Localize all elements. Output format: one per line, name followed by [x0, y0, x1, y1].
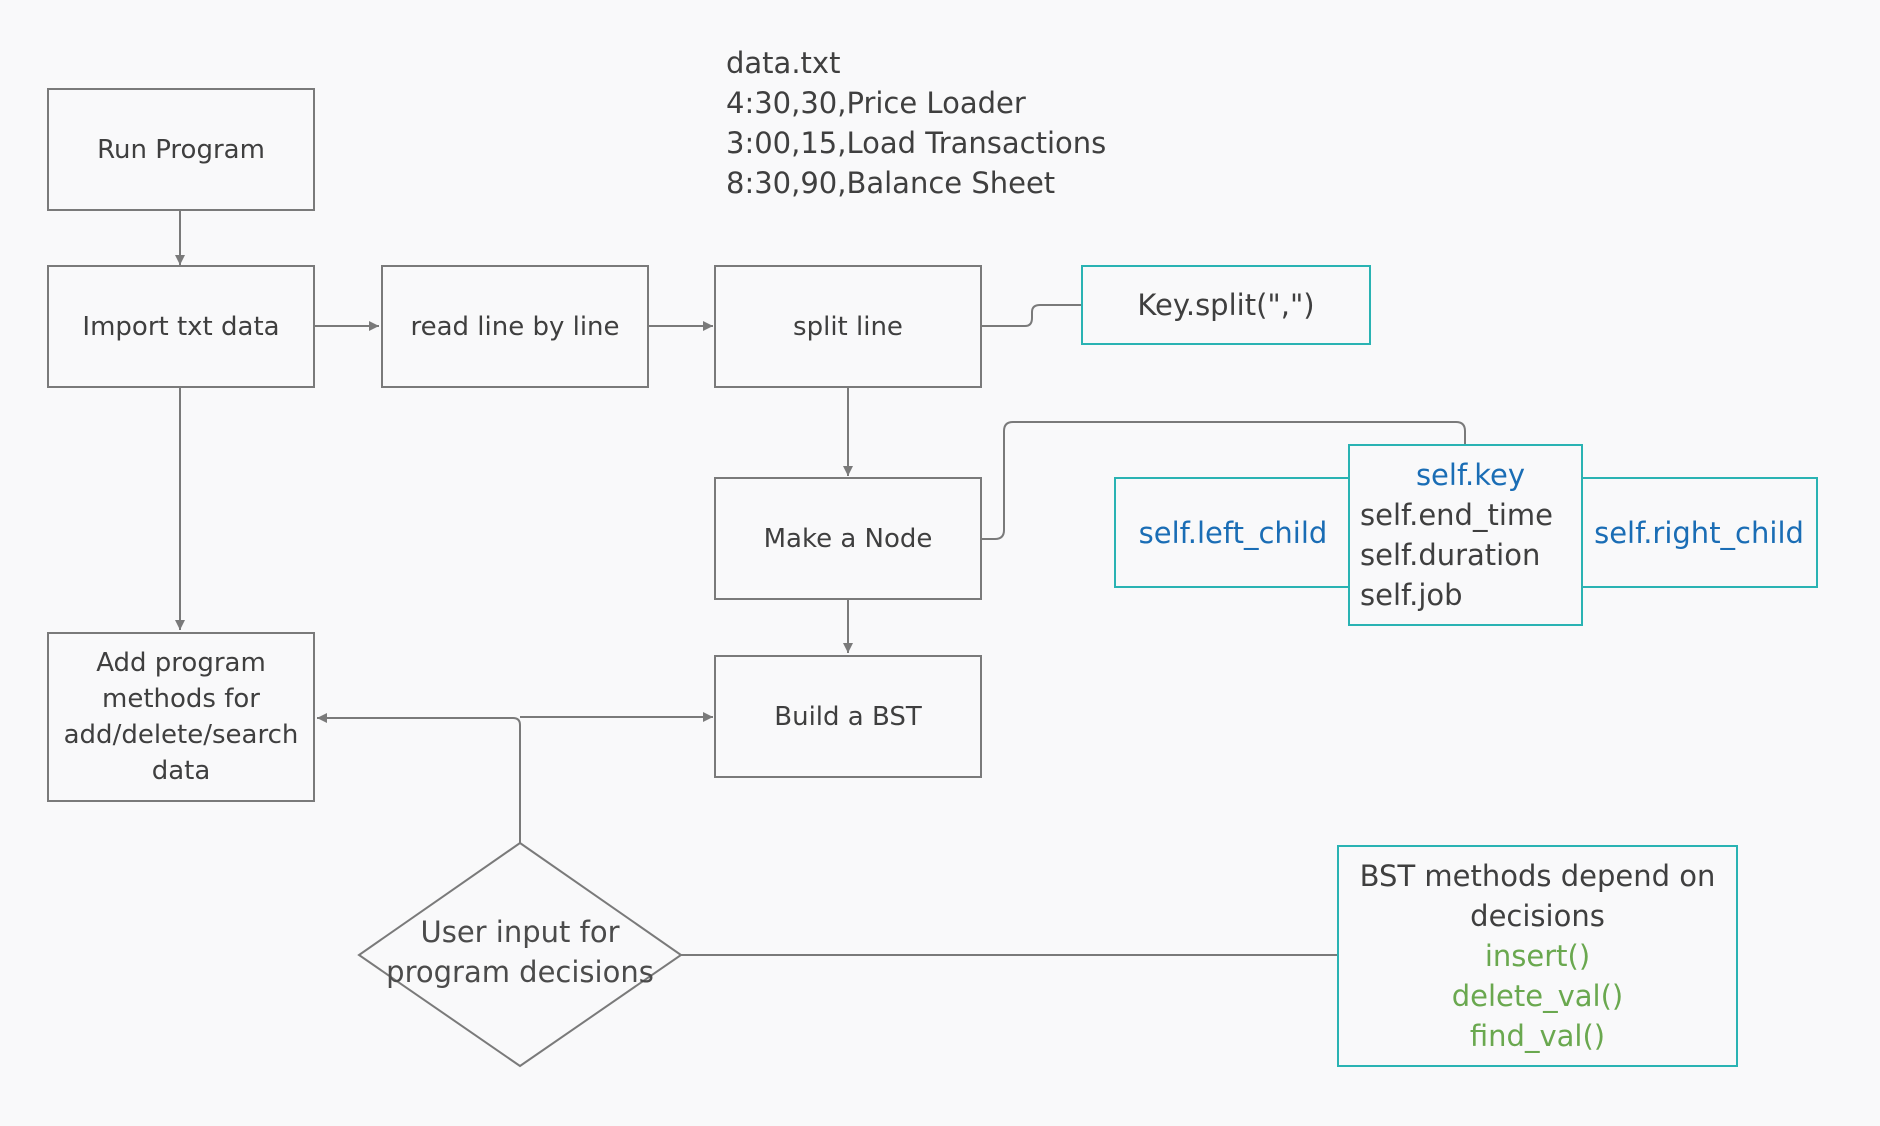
decision-diamond: [357, 841, 683, 1068]
node-run-program[interactable]: Run Program: [47, 88, 315, 211]
bst-methods-title-line: decisions: [1470, 899, 1605, 933]
edge-decision-up: [512, 717, 521, 843]
node-label: Run Program: [97, 134, 265, 165]
node-key-split[interactable]: Key.split(","): [1081, 265, 1371, 345]
method-delete-val: delete_val(): [1451, 979, 1624, 1013]
decision-label: User input for program decisions: [380, 912, 660, 992]
node-label: Make a Node: [763, 523, 933, 554]
node-label-line: data: [151, 756, 211, 786]
node-label: read line by line: [410, 311, 620, 342]
decision-label-line: User input for: [420, 915, 620, 949]
node-import-txt-data[interactable]: Import txt data: [47, 265, 315, 388]
field-right-child: self.right_child: [1594, 515, 1804, 550]
node-fields[interactable]: self.key self.end_time self.duration sel…: [1348, 444, 1583, 626]
field-end-time: self.end_time: [1360, 498, 1553, 532]
data-file-title: data.txt: [726, 46, 841, 80]
field-key: self.key: [1415, 458, 1526, 492]
field-duration: self.duration: [1360, 538, 1541, 572]
data-file-sample: data.txt 4:30,30,Price Loader 3:00,15,Lo…: [726, 43, 1106, 203]
node-label: Import txt data: [82, 311, 280, 342]
node-make-a-node[interactable]: Make a Node: [714, 477, 982, 600]
data-line: 4:30,30,Price Loader: [726, 86, 1026, 120]
node-label-line: methods for: [102, 684, 260, 714]
node-split-line[interactable]: split line: [714, 265, 982, 388]
node-add-program-methods[interactable]: Add program methods for add/delete/searc…: [47, 632, 315, 802]
node-right-child[interactable]: self.right_child: [1580, 477, 1818, 588]
field-left-child: self.left_child: [1138, 515, 1328, 550]
node-read-line-by-line[interactable]: read line by line: [381, 265, 649, 388]
edge-makenode-to-fields: [982, 421, 1466, 540]
node-bst-methods[interactable]: BST methods depend on decisions insert()…: [1337, 845, 1738, 1067]
node-label-line: add/delete/search: [63, 720, 299, 750]
field-job: self.job: [1360, 578, 1463, 612]
data-line: 3:00,15,Load Transactions: [726, 126, 1107, 160]
node-label: split line: [793, 311, 903, 342]
node-label: Build a BST: [774, 701, 922, 732]
node-label-line: Add program: [96, 648, 266, 678]
data-line: 8:30,90,Balance Sheet: [726, 166, 1056, 200]
node-label: Key.split(","): [1137, 288, 1315, 322]
decision-label-line: program decisions: [386, 955, 654, 989]
node-left-child[interactable]: self.left_child: [1114, 477, 1352, 588]
method-find-val: find_val(): [1469, 1019, 1606, 1053]
method-insert: insert(): [1484, 939, 1591, 973]
node-build-a-bst[interactable]: Build a BST: [714, 655, 982, 778]
edge-split-to-keysplit: [982, 304, 1082, 327]
bst-methods-title-line: BST methods depend on: [1359, 859, 1716, 893]
